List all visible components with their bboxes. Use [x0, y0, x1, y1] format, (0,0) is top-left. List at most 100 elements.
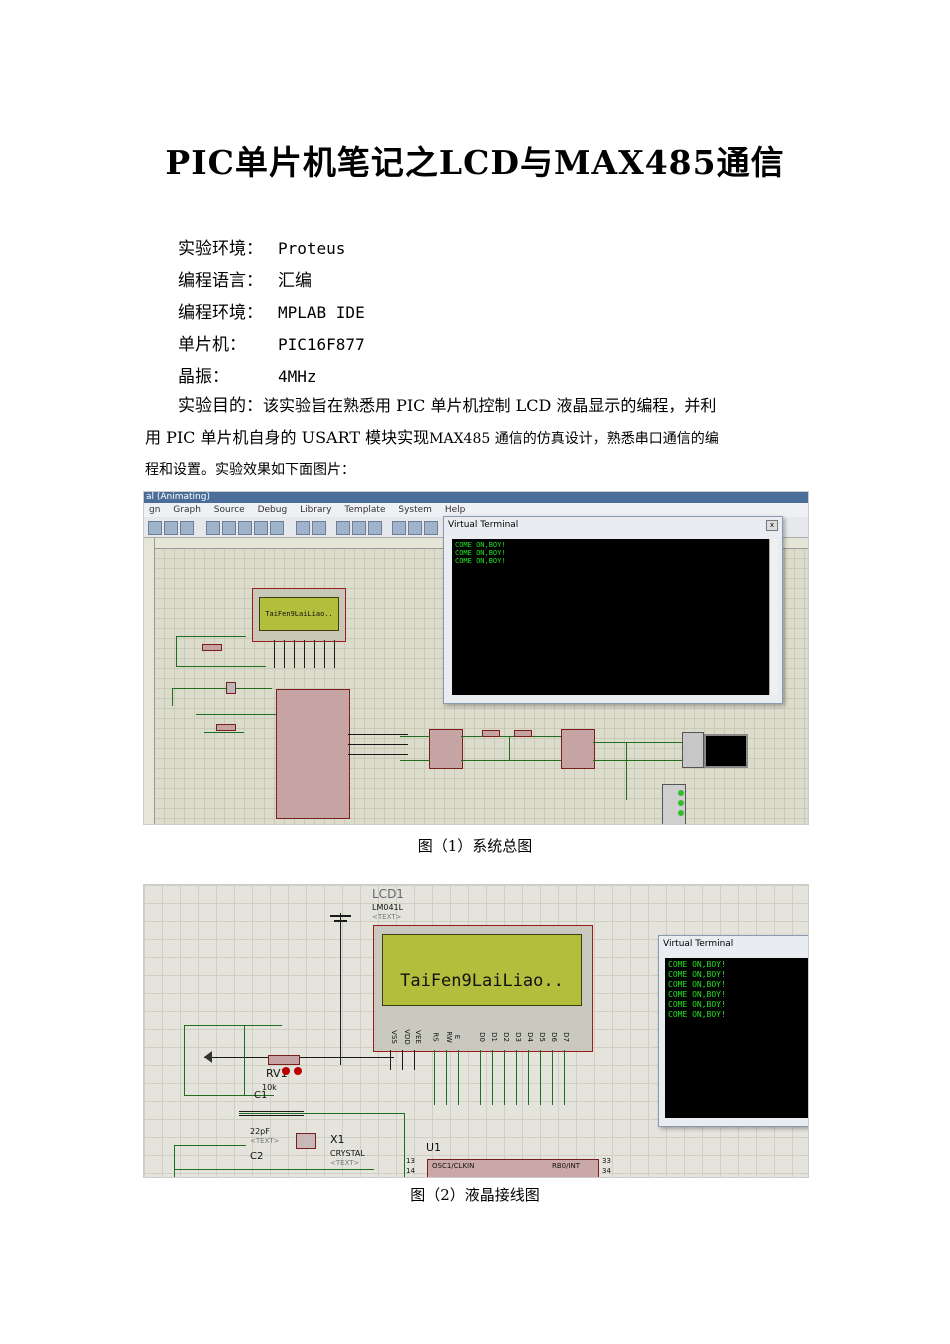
wire — [304, 640, 305, 668]
block-move-icon[interactable] — [408, 521, 422, 535]
wire — [492, 1050, 493, 1105]
close-icon[interactable]: x — [766, 520, 778, 531]
purpose-line2a: 用 PIC 单片机自身的 USART 模块实现 — [145, 428, 430, 447]
terminal-line: COME ON,BOY! — [455, 541, 506, 549]
osc-pin-label: OSC1/CLKIN — [432, 1162, 475, 1170]
pin-number: 14 — [406, 1167, 415, 1175]
max485-chip[interactable] — [429, 729, 463, 769]
meta-key: 单片机： — [178, 335, 246, 355]
wire — [340, 913, 341, 1065]
resistor[interactable] — [202, 644, 222, 651]
menu-item[interactable]: Graph — [173, 505, 201, 515]
probe-dot — [294, 1067, 302, 1075]
menu-item[interactable]: Library — [300, 505, 332, 515]
wire — [274, 640, 275, 668]
text-placeholder: <TEXT> — [372, 913, 402, 921]
resistor[interactable] — [482, 730, 500, 737]
wire — [244, 1025, 245, 1095]
purpose-label: 实验目的： — [178, 396, 263, 416]
resistor[interactable] — [514, 730, 532, 737]
purpose-line1: 该实验旨在熟悉用 PIC 单片机控制 LCD 液晶显示的编程，并利 — [263, 396, 717, 415]
wire — [593, 742, 683, 743]
terminal-scrollbar[interactable] — [769, 539, 778, 695]
pic-microcontroller[interactable] — [276, 689, 350, 819]
zoom-in-icon[interactable] — [222, 521, 236, 535]
meta-key: 实验环境： — [178, 239, 263, 259]
wire — [509, 736, 510, 760]
menu-item[interactable]: Help — [444, 505, 466, 515]
terminal-line: COME ON,BOY! — [668, 1000, 726, 1009]
terminal-line: COME ON,BOY! — [455, 549, 506, 557]
pin-label: D2 — [501, 1032, 510, 1042]
virtual-terminal-window[interactable]: Virtual Terminal COME ON,BOY! COME ON,BO… — [658, 935, 808, 1127]
menu-item[interactable]: Debug — [257, 505, 288, 515]
crystal[interactable] — [296, 1133, 316, 1149]
meta-mcu: 单片机： PIC16F877 — [178, 330, 365, 355]
undo-icon[interactable] — [296, 521, 310, 535]
mini-terminal-screen — [704, 734, 748, 768]
pin-label: E — [453, 1034, 462, 1040]
origin-icon[interactable] — [180, 521, 194, 535]
block-rotate-icon[interactable] — [424, 521, 438, 535]
terminal-line: COME ON,BOY! — [455, 557, 506, 565]
resistor[interactable] — [216, 724, 236, 731]
wire — [314, 640, 315, 668]
wire — [564, 1050, 565, 1105]
terminal-connector[interactable] — [682, 732, 704, 768]
zoom-area-icon[interactable] — [270, 521, 284, 535]
pin-label: D4 — [525, 1032, 534, 1042]
text-placeholder: <TEXT> — [250, 1137, 280, 1145]
virtual-terminal-window[interactable]: Virtual Terminal x COME ON,BOY! COME ON,… — [443, 516, 783, 704]
wire — [239, 1111, 304, 1112]
menu-item[interactable]: Template — [344, 505, 386, 515]
cut-icon[interactable] — [336, 521, 350, 535]
ground-icon — [334, 920, 347, 922]
terminal-line: COME ON,BOY! — [668, 970, 726, 979]
wire — [402, 1050, 403, 1070]
c1-value: 22pF — [250, 1127, 270, 1136]
wire — [324, 640, 325, 668]
grid-icon[interactable] — [164, 521, 178, 535]
pan-icon[interactable] — [206, 521, 220, 535]
purpose-line2b: MAX485 通信的仿真设计，熟悉串口通信的编 — [429, 431, 719, 447]
zoom-out-icon[interactable] — [238, 521, 252, 535]
redo-icon[interactable] — [312, 521, 326, 535]
menu-item[interactable]: System — [398, 505, 432, 515]
pin-label: D3 — [513, 1032, 522, 1042]
lcd-module[interactable]: TaiFen9LaiLiao.. — [252, 588, 346, 642]
wire — [434, 1050, 435, 1105]
wire — [176, 636, 246, 637]
meta-environment: 实验环境：Proteus — [178, 234, 345, 259]
menu-item[interactable]: Source — [213, 505, 245, 515]
max485-chip[interactable] — [561, 729, 595, 769]
wire — [184, 1095, 274, 1096]
crystal[interactable] — [226, 682, 236, 694]
meta-value: PIC16F877 — [278, 335, 365, 354]
x1-model: CRYSTAL — [330, 1149, 365, 1158]
pin-label: D6 — [549, 1032, 558, 1042]
wire — [400, 736, 430, 737]
zoom-all-icon[interactable] — [254, 521, 268, 535]
figure1-caption: 图（1）系统总图 — [417, 837, 533, 855]
grid-icon[interactable] — [148, 521, 162, 535]
lcd-model: LM041L — [372, 903, 404, 912]
potentiometer[interactable] — [268, 1055, 300, 1065]
menu-bar: gn Graph Source Debug Library Template S… — [144, 503, 808, 517]
wire — [176, 636, 177, 666]
block-copy-icon[interactable] — [392, 521, 406, 535]
paste-icon[interactable] — [368, 521, 382, 535]
terminal-title: Virtual Terminal — [448, 520, 519, 530]
wire — [400, 760, 430, 761]
copy-icon[interactable] — [352, 521, 366, 535]
pin-label: D0 — [477, 1032, 486, 1042]
pin-label: VEE — [413, 1030, 422, 1044]
wire — [172, 688, 272, 689]
terminal-line: COME ON,BOY! — [668, 960, 726, 969]
lcd-module[interactable]: TaiFen9LaiLiao.. — [373, 925, 593, 1052]
menu-item[interactable]: gn — [149, 505, 161, 515]
wire — [204, 732, 244, 733]
wire — [239, 1113, 404, 1114]
pic-microcontroller[interactable]: OSC1/CLKIN RB0/INT — [427, 1159, 599, 1177]
pin-label: D7 — [561, 1032, 570, 1042]
wire — [461, 760, 561, 761]
